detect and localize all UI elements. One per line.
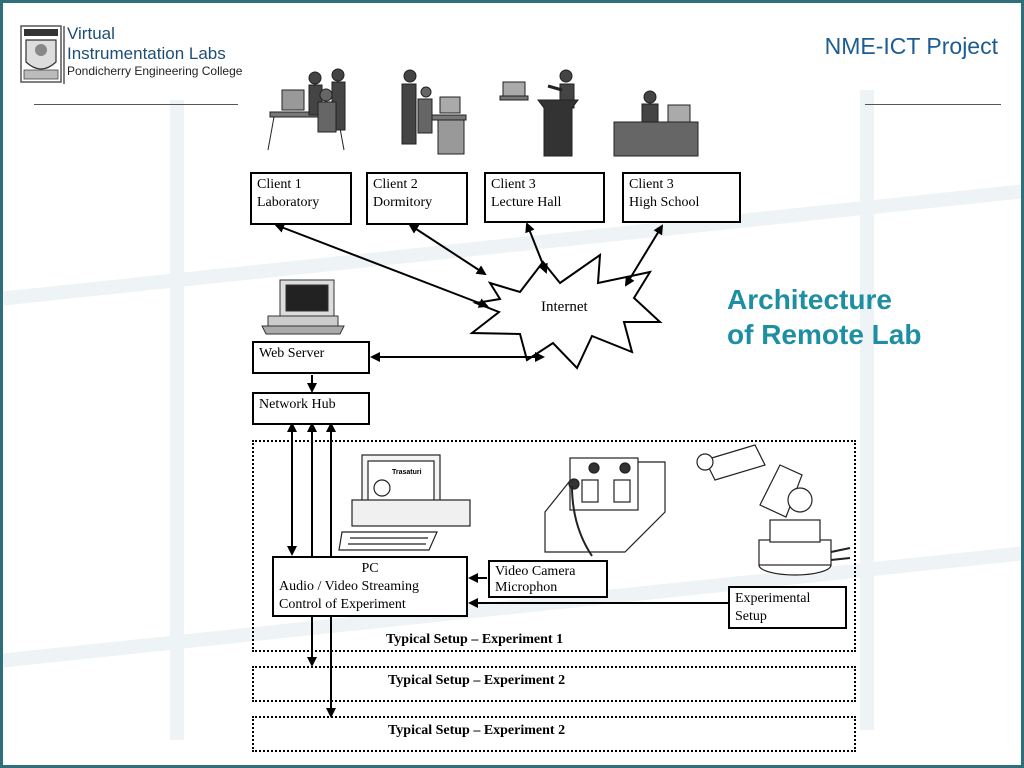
experimental-line-2: Setup: [735, 609, 767, 624]
logo-text: Virtual Instrumentation Labs Pondicherry…: [67, 24, 242, 79]
client-4-line-1: Client 3: [629, 177, 674, 192]
pc-line-1: PC: [361, 561, 379, 576]
heading-line-2: of Remote Lab: [727, 319, 922, 350]
project-title: NME-ICT Project: [824, 33, 998, 59]
client-1-box: Client 1 Laboratory: [250, 172, 352, 225]
camera-rig-icon: [544, 457, 666, 557]
link-client4-internet: [624, 224, 664, 287]
header-rule-right: [865, 104, 1001, 105]
client-3-box: Client 3 Lecture Hall: [484, 172, 605, 223]
dormitory-user-icon: [401, 69, 467, 155]
web-server-box: Web Server: [252, 341, 370, 374]
client-1-line-1: Client 1: [257, 177, 302, 192]
experiment-2-container: [252, 666, 856, 702]
slide-heading: Architecture of Remote Lab: [727, 282, 921, 352]
client-1-line-2: Laboratory: [257, 195, 320, 210]
monitor-screen-label: Trasaturi: [392, 469, 422, 476]
experiment-1-container: [252, 440, 856, 652]
network-hub-label: Network Hub: [259, 397, 336, 412]
web-server-computer-icon: [261, 279, 345, 335]
web-server-label: Web Server: [259, 346, 325, 361]
client-2-box: Client 2 Dormitory: [366, 172, 468, 225]
link-client2-internet: [408, 223, 487, 276]
pc-box: PC Audio / Video Streaming Control of Ex…: [272, 556, 468, 617]
background-stripe: [860, 90, 874, 730]
experiment-3-container: [252, 716, 856, 752]
experimental-line-1: Experimental: [735, 591, 811, 606]
experiment-1-caption: Typical Setup – Experiment 1: [386, 632, 564, 647]
pc-line-3: Control of Experiment: [279, 597, 406, 612]
video-line-2: Microphon: [495, 580, 558, 595]
pc-computer-icon: [338, 454, 471, 551]
client-3-line-2: Lecture Hall: [491, 195, 562, 210]
logo-line-1: Virtual: [67, 24, 115, 43]
video-camera-box: Video Camera Microphon: [488, 560, 608, 598]
network-hub-box: Network Hub: [252, 392, 370, 425]
experiment-2-caption: Typical Setup – Experiment 2: [388, 673, 566, 688]
logo-line-2: Instrumentation Labs: [67, 43, 226, 63]
client-4-line-2: High School: [629, 195, 700, 210]
pc-line-2: Audio / Video Streaming: [279, 579, 420, 594]
heading-line-1: Architecture: [727, 284, 892, 315]
link-client3-internet: [525, 222, 548, 274]
experimental-setup-box: Experimental Setup: [728, 586, 847, 629]
lecture-hall-icon: [499, 69, 579, 157]
client-2-line-1: Client 2: [373, 177, 418, 192]
internet-cloud-icon: [469, 252, 663, 370]
client-4-box: Client 3 High School: [622, 172, 741, 223]
client-3-line-1: Client 3: [491, 177, 536, 192]
logo-line-3: Pondicherry Engineering College: [67, 64, 243, 79]
internet-label: Internet: [541, 299, 588, 315]
experiment-3-caption: Typical Setup – Experiment 2: [388, 723, 566, 738]
link-client1-internet: [274, 223, 489, 308]
high-school-icon: [613, 90, 699, 157]
header-rule-left: [34, 104, 238, 105]
robotic-arm-icon: [696, 444, 851, 576]
background-stripe: [170, 100, 184, 740]
video-line-1: Video Camera: [495, 564, 576, 579]
client-2-line-2: Dormitory: [373, 195, 433, 210]
laboratory-users-icon: [267, 68, 346, 151]
